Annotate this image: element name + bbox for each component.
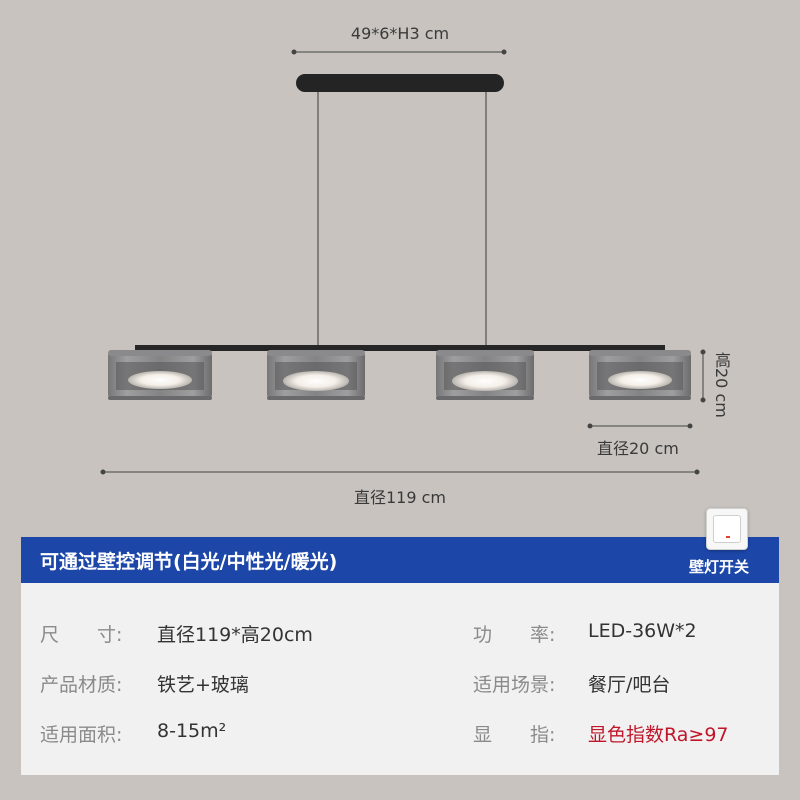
overall-length-label: 直径119 cm [353,488,446,507]
shade-diameter-label: 直径20 cm [597,439,679,458]
spec-size-value: 直径119*高20cm [157,624,313,646]
spec-panel [21,583,779,775]
lamp-shade-1 [108,350,212,400]
feature-banner-title: 可通过壁控调节(白光/中性光/暖光) [40,551,338,573]
pendant-lamp-drawing [100,49,706,475]
spec-cri-value: 显色指数Ra≥97 [588,724,729,746]
spec-cri-label: 显 指: [473,724,556,746]
shade-diameter-dimension-line [587,423,693,429]
wall-switch-icon [706,508,748,550]
wall-switch-label: 壁灯开关 [689,558,750,576]
spec-size-label: 尺 寸: [40,624,123,646]
canopy-dimension-line [291,49,507,55]
lamp-shade-4 [589,350,691,400]
spec-material-label: 产品材质: [40,674,123,696]
spec-scene-label: 适用场景: [473,674,556,696]
canopy-dimension-label: 49*6*H3 cm [350,24,450,43]
product-illustration: 49*6*H3 cm 高20 cm 直径20 cm 直径119 cm [100,24,731,507]
spec-scene-value: 餐厅/吧台 [588,674,671,696]
lamp-shade-2 [267,350,365,400]
spec-power-value: LED-36W*2 [588,620,697,642]
lamp-shade-3 [436,350,534,400]
spec-material-value: 铁艺+玻璃 [157,674,249,696]
feature-banner [21,537,779,583]
spec-power-label: 功 率: [473,624,556,646]
spec-area-label: 适用面积: [40,724,123,746]
ceiling-canopy [296,74,504,92]
overall-length-dimension-line [100,469,700,475]
wall-switch-plate [713,515,741,543]
spec-area-value: 8-15m² [157,720,227,742]
wall-switch-indicator [726,536,730,538]
height-dimension-label: 高20 cm [712,352,731,418]
height-dimension-line [700,349,706,403]
lamp-bar [135,345,665,351]
